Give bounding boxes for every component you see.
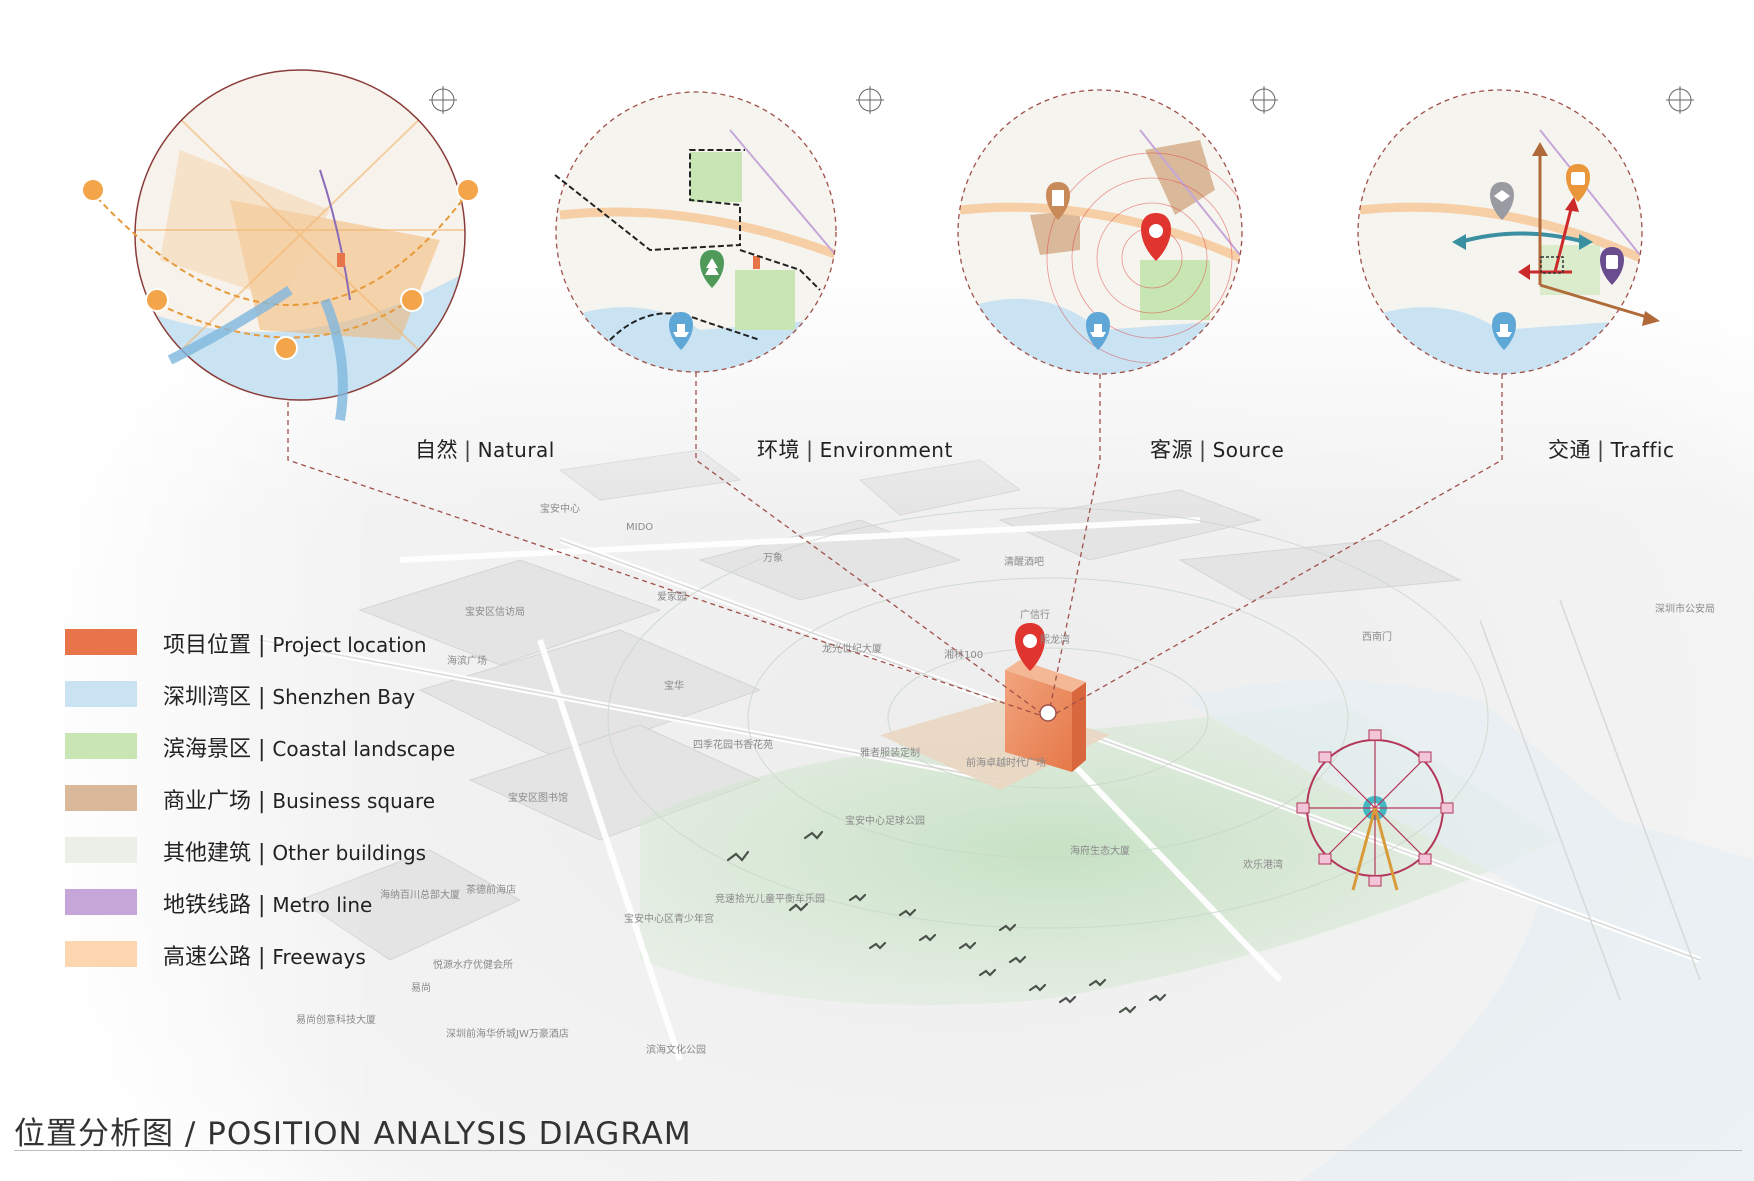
legend-label: 项目位置 | Project location — [163, 633, 427, 658]
panel-zh: 客源 — [1150, 438, 1193, 462]
page-title: 位置分析图 / POSITION ANALYSIS DIAGRAM — [14, 1116, 692, 1152]
map-poi-label: 深圳市公安局 — [1655, 604, 1715, 615]
panel-label-source: 客源|Source — [1150, 438, 1285, 462]
legend-label: 滨海景区 | Coastal landscape — [163, 737, 456, 762]
map-poi-label: 爱家园 — [657, 592, 687, 603]
legend-zh: 项目位置 — [163, 633, 252, 658]
map-poi-label: 前海卓越时代广场 — [966, 758, 1046, 769]
map-poi-label: 湘林100 — [944, 650, 984, 661]
map-poi-label: 四季花园书香花苑 — [693, 740, 773, 751]
legend-label: 高速公路 | Freeways — [163, 945, 366, 970]
legend-swatch — [65, 941, 137, 967]
legend-zh: 其他建筑 — [163, 841, 252, 866]
map-poi-label: 深圳前海华侨城JW万豪酒店 — [446, 1029, 569, 1040]
location-pin-icon — [1141, 213, 1171, 261]
legend-en: Project location — [272, 633, 427, 657]
project-marker — [1039, 704, 1057, 722]
legend-swatch — [65, 733, 137, 759]
legend-swatch — [65, 889, 137, 915]
panel-label-traffic: 交通|Traffic — [1548, 438, 1675, 462]
panel-zh: 交通 — [1548, 438, 1591, 462]
legend-en: Coastal landscape — [272, 737, 456, 761]
legend-en: Shenzhen Bay — [272, 685, 416, 709]
map-poi-label: 清醒酒吧 — [1004, 557, 1044, 568]
map-poi-label: 宝华 — [664, 681, 684, 692]
map-poi-label: 宝安区图书馆 — [508, 793, 568, 804]
ship-icon — [1492, 312, 1516, 350]
title-divider — [14, 1150, 1742, 1151]
map-poi-label: 宝安中心区青少年宫 — [624, 914, 714, 925]
map-poi-label: 海府生态大厦 — [1070, 846, 1130, 857]
map-poi-label: 宝安中心足球公园 — [845, 816, 925, 827]
metro-icon — [1600, 247, 1624, 285]
map-poi-label: 欢乐港湾 — [1243, 860, 1283, 871]
map-poi-label: 海纳百川总部大厦 — [380, 890, 460, 901]
panel-zh: 自然 — [415, 438, 458, 462]
ferris-wheel-icon — [1296, 729, 1454, 891]
compass-icon — [429, 86, 1694, 114]
map-poi-label: 宝安中心 — [540, 504, 580, 515]
ship-icon — [669, 312, 693, 350]
legend-zh: 地铁线路 — [163, 893, 252, 918]
location-pin-icon — [1015, 623, 1045, 671]
panel-en: Natural — [477, 438, 555, 462]
legend-zh: 深圳湾区 — [163, 685, 252, 710]
map-poi-label: 悦源水疗优健会所 — [433, 960, 513, 971]
legend-swatch — [65, 837, 137, 863]
bird-icon — [726, 830, 1167, 1014]
map-poi-label: 熙龙湾 — [1040, 635, 1070, 646]
map-poi-label: 滨海文化公园 — [646, 1045, 706, 1056]
map-poi-label: 海滨广场 — [447, 656, 487, 667]
map-poi-label: 宝安区信访局 — [465, 607, 525, 618]
legend-zh: 滨海景区 — [163, 737, 252, 762]
connector-lines — [287, 372, 1503, 719]
panel-en: Traffic — [1610, 438, 1675, 462]
map-poi-label: MIDO — [626, 522, 654, 533]
legend-label: 深圳湾区 | Shenzhen Bay — [163, 685, 416, 710]
legend-swatch — [65, 681, 137, 707]
panel-zh: 环境 — [757, 438, 800, 462]
map-poi-label: 易尚创意科技大厦 — [296, 1015, 376, 1026]
legend-label: 地铁线路 | Metro line — [163, 893, 373, 918]
bus-icon — [1566, 164, 1590, 202]
panel-label-natural: 自然|Natural — [415, 438, 555, 462]
panel-en: Source — [1212, 438, 1285, 462]
map-poi-label: 广信行 — [1020, 610, 1050, 621]
map-poi-label: 雅者服装定制 — [860, 748, 920, 759]
legend-swatch — [65, 629, 137, 655]
legend-zh: 高速公路 — [163, 945, 252, 970]
map-poi-label: 竞速拾光儿童平衡车乐园 — [715, 894, 825, 905]
legend-en: Other buildings — [272, 841, 427, 865]
legend-swatch — [65, 785, 137, 811]
project-building — [1005, 660, 1086, 772]
legend-en: Metro line — [272, 893, 373, 917]
legend-label: 其他建筑 | Other buildings — [163, 841, 427, 866]
legend-zh: 商业广场 — [163, 789, 252, 814]
map-poi-label: 易尚 — [411, 983, 431, 994]
legend-en: Freeways — [272, 945, 366, 969]
map-poi-label: 龙光世纪大厦 — [822, 644, 882, 655]
map-poi-label: 万象 — [763, 553, 783, 564]
panel-en: Environment — [819, 438, 953, 462]
panel-label-environment: 环境|Environment — [757, 438, 953, 462]
ship-icon — [1086, 312, 1110, 350]
tree-icon — [700, 250, 724, 288]
building-icon — [1490, 182, 1514, 220]
map-poi-label: 西南门 — [1362, 632, 1392, 643]
map-poi-label: 茶德前海店 — [466, 885, 516, 896]
legend-label: 商业广场 | Business square — [163, 789, 436, 814]
building-icon — [1046, 182, 1070, 220]
legend-en: Business square — [272, 789, 436, 813]
